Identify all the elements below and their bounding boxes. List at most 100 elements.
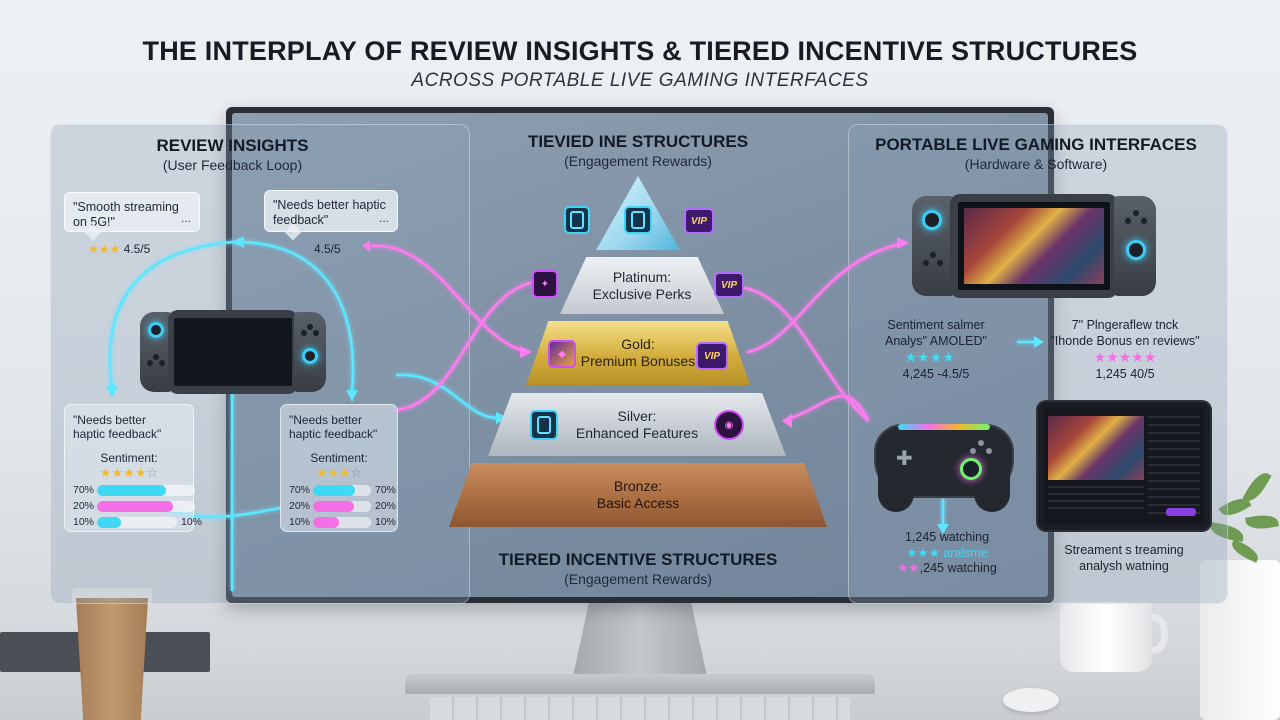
tablet-comment-rows	[1048, 486, 1144, 514]
star-icon: ★★	[897, 561, 920, 576]
tier-desc: Enhanced Features	[575, 424, 699, 441]
sentiment-bar-row: 70%	[73, 483, 199, 497]
bar-track	[97, 484, 195, 496]
crystal-badge-icon: ✦	[532, 270, 558, 298]
bar-label: 10%	[73, 516, 95, 528]
review-insights-subtitle: (User Feedback Loop)	[162, 157, 303, 173]
bar-right-label: 10%	[181, 516, 203, 528]
thumbstick-glow	[302, 348, 318, 364]
console-badge-icon	[530, 410, 558, 440]
dpad-button	[153, 354, 159, 360]
interface-info-stream: Streament s treaming analysh watning	[1046, 543, 1202, 574]
star-icon: ★★★	[88, 242, 121, 256]
keyboard	[430, 697, 850, 720]
card-quote: "Needs better haptic feedback"	[289, 413, 378, 442]
incentives-bottom-title: TIERED INCENTIVE STRUCTURES	[498, 550, 778, 569]
sentiment-bar-row: 20% 20%	[289, 499, 396, 513]
bar-fill	[97, 516, 121, 528]
bar-fill	[97, 500, 174, 512]
vip-badge-icon: VIP	[696, 342, 728, 370]
bar-fill	[313, 484, 355, 496]
console-screen	[174, 318, 292, 386]
sentiment-stars: ★★★☆	[281, 465, 397, 481]
tablet-stream-video	[1048, 416, 1144, 480]
info-stars: ★★★★☆	[870, 349, 1002, 367]
interface-info-watching: 1,245 watching ★★★ aralsme ★★,245 watchi…	[872, 530, 1022, 577]
face-button	[301, 330, 307, 336]
controller-rgb-strip	[898, 424, 990, 430]
bar-label: 10%	[289, 516, 311, 528]
bar-label: 70%	[289, 484, 311, 496]
review-bubble-text: "Smooth streaming on 5G!"	[73, 200, 179, 229]
gaming-interfaces-title: PORTABLE LIVE GAMING INTERFACES	[875, 135, 1197, 154]
star-icon: ★★★★	[99, 465, 147, 480]
sentiment-stars: ★★★★☆	[65, 465, 193, 481]
gameplay-footage	[964, 208, 1104, 284]
bar-label: 20%	[73, 500, 95, 512]
bar-right-label: 10%	[375, 516, 397, 528]
more-dots: ...	[378, 210, 389, 225]
streaming-tablet	[1038, 402, 1210, 530]
handheld-console-left	[140, 310, 326, 394]
white-mug	[1060, 602, 1152, 672]
star-icon: ★★★	[906, 545, 940, 560]
mouse	[1003, 688, 1059, 712]
sentiment-label: Sentiment:	[310, 451, 368, 465]
incentives-bottom-subtitle: (Engagement Rewards)	[564, 571, 712, 587]
info-row: ★★,245 watching	[872, 561, 1022, 577]
bar-track	[313, 484, 371, 496]
thumbstick-glow	[922, 210, 942, 230]
star-empty-icon: ☆	[350, 465, 363, 480]
card-quote: "Needs better haptic feedback"	[73, 413, 162, 442]
face-button	[307, 324, 313, 330]
info-line: ,245 watching	[919, 561, 997, 576]
review-bubble-haptic: "Needs better haptic feedback" ...	[264, 190, 398, 232]
tier-platinum: Platinum: Exclusive Perks	[560, 257, 724, 314]
review-bubble-streaming: "Smooth streaming on 5G!" ...	[64, 192, 200, 232]
bar-track	[97, 516, 177, 528]
star-icon: ★★★★	[904, 349, 955, 366]
tier-bronze: Bronze: Basic Access	[449, 463, 827, 527]
review-score: 4.5/5	[123, 242, 151, 256]
face-button	[970, 448, 976, 454]
star-empty-icon: ☆	[146, 465, 159, 480]
page-title: THE INTERPLAY OF REVIEW INSIGHTS & TIERE…	[142, 36, 1138, 66]
face-button	[313, 330, 319, 336]
bar-fill	[313, 500, 354, 512]
tier-desc: Exclusive Perks	[592, 285, 692, 302]
bar-label: 20%	[289, 500, 311, 512]
bar-label: 70%	[73, 484, 95, 496]
controller-badge-icon: ◉	[714, 410, 744, 440]
interface-info-amoled: Sentiment salmer Analys" AMOLED" ★★★★☆ 4…	[870, 318, 1002, 382]
review-rating: ★★★ 4.5/5	[88, 242, 150, 256]
face-button	[1125, 218, 1131, 224]
console-badge-icon	[564, 206, 590, 234]
vip-badge-icon: VIP	[714, 272, 744, 298]
tablet-action-button	[1166, 508, 1196, 516]
tablet-chat-panel	[1148, 416, 1200, 516]
info-stats: 4,245 -4.5/5	[902, 366, 970, 381]
bar-fill	[97, 484, 166, 496]
info-stats: 1,245 40/5	[1095, 366, 1155, 381]
thumbstick-glow	[1126, 240, 1146, 260]
info-line: aralsme	[943, 545, 988, 560]
info-stars: ★★★★★	[1040, 349, 1210, 367]
gaming-interfaces-subtitle: (Hardware & Software)	[964, 156, 1108, 172]
face-button	[1133, 210, 1139, 216]
bar-right-label: 70%	[375, 484, 397, 496]
info-line: 1,245 watching	[904, 530, 990, 544]
dpad-button	[923, 260, 929, 266]
more-dots: ...	[180, 210, 191, 225]
thumbstick-glow	[148, 322, 164, 338]
star-icon: ★★★★★	[1093, 349, 1157, 366]
tier-name: Platinum:	[612, 268, 672, 285]
face-button	[978, 440, 984, 446]
monitor-stand-base	[405, 674, 875, 694]
bar-track	[313, 500, 371, 512]
bar-fill	[313, 516, 340, 528]
controller-grip-right	[974, 470, 1010, 512]
sentiment-bar-row: 70% 70%	[289, 483, 396, 497]
dpad-button	[159, 360, 165, 366]
thumbstick-glow	[960, 458, 982, 480]
tier-name: Silver:	[617, 407, 657, 424]
